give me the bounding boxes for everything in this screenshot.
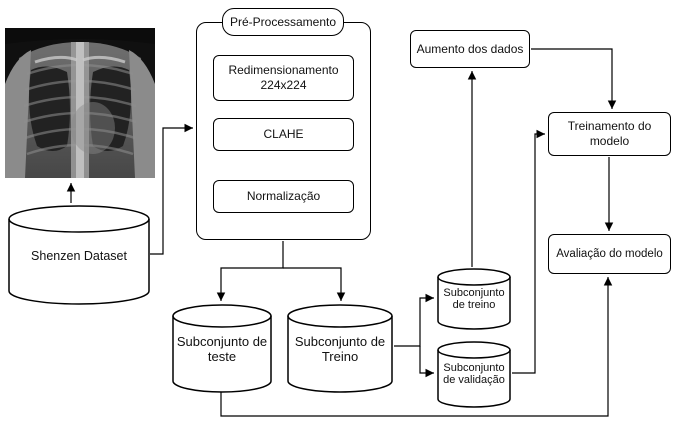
- node-step-resize: Redimensionamento 224x224: [213, 55, 354, 101]
- node-model-evaluation: Avaliação do modelo: [548, 234, 671, 274]
- model-evaluation-label: Avaliação do modelo: [556, 247, 663, 260]
- node-validation-subset: Subconjunto de validação: [437, 341, 511, 408]
- train-subset-label: Subconjunto de Treino: [294, 334, 386, 364]
- arrow-train-to-validation: [419, 346, 434, 378]
- node-step-clahe: CLAHE: [213, 118, 354, 151]
- arrow-preprocess-to-test-subset: [216, 241, 284, 301]
- arrow-augmentation-to-training: [531, 48, 617, 109]
- cylinder-shape: [172, 304, 272, 393]
- node-step-normalization: Normalização: [213, 180, 354, 213]
- node-train-subset: Subconjunto de Treino: [287, 304, 393, 393]
- cylinder-shape: [437, 268, 511, 330]
- step-resize-label: Redimensionamento 224x224: [228, 63, 339, 92]
- preprocess-title: Pré-Processamento: [222, 8, 344, 36]
- model-training-label: Treinamento do modelo: [567, 119, 652, 148]
- node-test-subset: Subconjunto de teste: [172, 304, 272, 393]
- data-augmentation-label: Aumento dos dados: [416, 41, 524, 56]
- validation-subset-label: Subconjunto de validação: [443, 362, 505, 386]
- arrow-train-to-subtrain: [394, 293, 434, 347]
- node-train-subsubset: Subconjunto de treino: [437, 268, 511, 330]
- node-shenzen-dataset: Shenzen Dataset: [8, 205, 150, 305]
- arrow-dataset-to-preprocess: [150, 123, 193, 255]
- step-normalization-label: Normalização: [246, 189, 321, 203]
- arrow-validation-to-training: [512, 129, 545, 374]
- cylinder-shape: [287, 304, 393, 393]
- arrow-test-to-evaluation: [220, 277, 613, 417]
- cylinder-shape: [8, 205, 150, 305]
- chest-xray-graphic: [5, 28, 155, 178]
- node-data-augmentation: Aumento dos dados: [410, 30, 530, 68]
- node-model-training: Treinamento do modelo: [548, 112, 671, 156]
- cylinder-shape: [437, 341, 511, 408]
- test-subset-label: Subconjunto de teste: [176, 334, 268, 364]
- step-clahe-label: CLAHE: [263, 127, 304, 141]
- train-subsubset-label: Subconjunto de treino: [443, 287, 505, 311]
- shenzen-dataset-label: Shenzen Dataset: [31, 249, 127, 263]
- chest-xray-image: [5, 28, 155, 178]
- arrow-preprocess-to-train-subset: [283, 267, 346, 301]
